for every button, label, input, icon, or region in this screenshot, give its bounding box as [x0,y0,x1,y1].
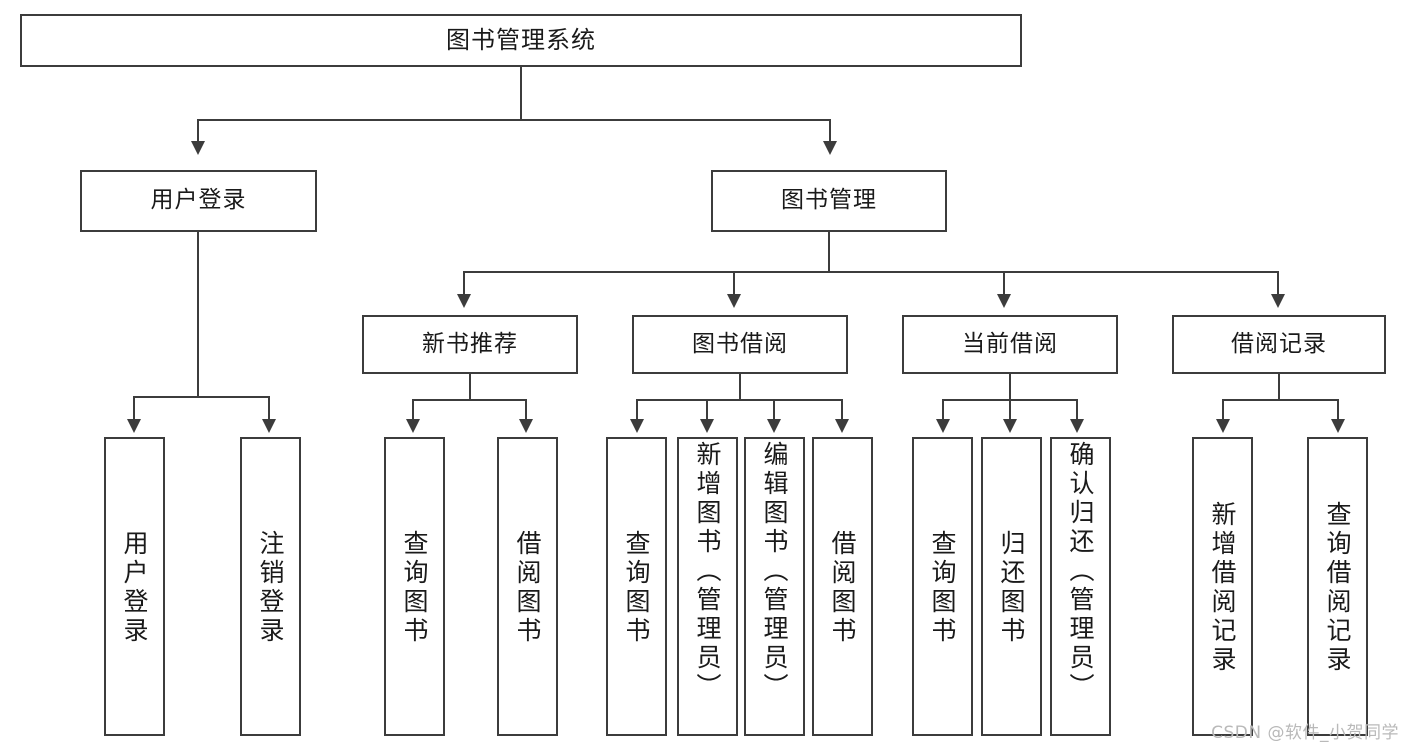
node-root-book-management-system[interactable]: 图书管理系统 [20,14,1022,67]
leaf-nbr-query-book[interactable]: 查询图书 [384,437,445,736]
node-label: 新增借阅记录 [1208,500,1237,675]
connector-bb-bus [636,399,843,401]
connector-bm-drop-2 [733,271,735,296]
connector-cb-drop-1 [942,399,944,421]
node-label: 查询图书 [928,529,957,646]
node-label: 借阅图书 [513,529,542,646]
arrow-to-leaf-cb-1 [936,419,950,433]
node-label: 查询图书 [400,529,429,646]
node-label: 借阅图书 [828,529,857,646]
arrow-to-book-borrow [727,294,741,308]
node-label: 用户登录 [120,529,149,646]
node-label: 用户登录 [150,187,247,214]
connector-bm-drop-1 [463,271,465,296]
connector-bm-drop-3 [1003,271,1005,296]
connector-bb-drop-4 [841,399,843,421]
arrow-to-borrow-record [1271,294,1285,308]
connector-book-management-stem [828,232,830,272]
node-label: 当前借阅 [962,330,1058,357]
leaf-bb-borrow-book[interactable]: 借阅图书 [812,437,873,736]
connector-root-drop-left [197,119,199,143]
node-book-borrow[interactable]: 图书借阅 [632,315,848,374]
connector-user-login-stem [197,232,199,397]
arrow-to-leaf-br-1 [1216,419,1230,433]
arrow-to-user-login [191,141,205,155]
arrow-to-new-book-recommend [457,294,471,308]
connector-book-management-bus [463,271,1279,273]
node-label: 借阅记录 [1231,330,1327,357]
node-current-borrow[interactable]: 当前借阅 [902,315,1118,374]
arrow-to-leaf-nbr-2 [519,419,533,433]
connector-nbr-drop-1 [412,399,414,421]
connector-root-drop-right [829,119,831,143]
connector-nbr-bus [412,399,527,401]
arrow-to-leaf-br-2 [1331,419,1345,433]
node-label: 图书管理 [781,187,877,214]
connector-user-login-bus [133,396,270,398]
leaf-cb-query-book[interactable]: 查询图书 [912,437,973,736]
leaf-cb-confirm-return-admin[interactable]: 确认归还（管理员） [1050,437,1111,736]
connector-nbr-drop-2 [525,399,527,421]
connector-bb-drop-2 [706,399,708,421]
leaf-nbr-borrow-book[interactable]: 借阅图书 [497,437,558,736]
node-label: 新书推荐 [422,330,518,357]
arrow-to-current-borrow [997,294,1011,308]
arrow-to-book-management [823,141,837,155]
connector-bm-drop-4 [1277,271,1279,296]
leaf-bb-add-book-admin[interactable]: 新增图书（管理员） [677,437,738,736]
node-label: 编辑图书（管理员） [760,441,789,702]
connector-bb-stem [739,374,741,400]
node-label: 确认归还（管理员） [1066,441,1095,702]
node-new-book-recommend[interactable]: 新书推荐 [362,315,578,374]
leaf-bb-query-book[interactable]: 查询图书 [606,437,667,736]
leaf-user-login[interactable]: 用户登录 [104,437,165,736]
arrow-to-leaf-bb-2 [700,419,714,433]
arrow-to-leaf-bb-1 [630,419,644,433]
leaf-cb-return-book[interactable]: 归还图书 [981,437,1042,736]
connector-br-drop-2 [1337,399,1339,421]
connector-cb-drop-3 [1076,399,1078,421]
leaf-bb-edit-book-admin[interactable]: 编辑图书（管理员） [744,437,805,736]
node-label: 查询图书 [622,529,651,646]
node-borrow-record[interactable]: 借阅记录 [1172,315,1386,374]
connector-br-bus [1222,399,1339,401]
connector-br-stem [1278,374,1280,400]
node-label: 归还图书 [997,529,1026,646]
arrow-to-leaf-logout [262,419,276,433]
node-label: 图书管理系统 [446,26,596,55]
leaf-br-add-record[interactable]: 新增借阅记录 [1192,437,1253,736]
node-label: 查询借阅记录 [1323,500,1352,675]
node-book-management[interactable]: 图书管理 [711,170,947,232]
node-user-login[interactable]: 用户登录 [80,170,317,232]
connector-cb-drop-2 [1009,399,1011,421]
node-label: 新增图书（管理员） [693,441,722,702]
connector-nbr-stem [469,374,471,400]
connector-cb-stem [1009,374,1011,400]
arrow-to-leaf-bb-3 [767,419,781,433]
arrow-to-leaf-bb-4 [835,419,849,433]
arrow-to-leaf-cb-3 [1070,419,1084,433]
node-label: 注销登录 [256,529,285,646]
connector-br-drop-1 [1222,399,1224,421]
connector-user-login-drop-1 [133,396,135,421]
leaf-br-query-record[interactable]: 查询借阅记录 [1307,437,1368,736]
connector-root-bus [197,119,831,121]
leaf-logout[interactable]: 注销登录 [240,437,301,736]
arrow-to-leaf-cb-2 [1003,419,1017,433]
connector-root-stem [520,67,522,120]
connector-bb-drop-3 [773,399,775,421]
connector-bb-drop-1 [636,399,638,421]
arrow-to-leaf-user-login [127,419,141,433]
connector-user-login-drop-2 [268,396,270,421]
arrow-to-leaf-nbr-1 [406,419,420,433]
node-label: 图书借阅 [692,330,788,357]
